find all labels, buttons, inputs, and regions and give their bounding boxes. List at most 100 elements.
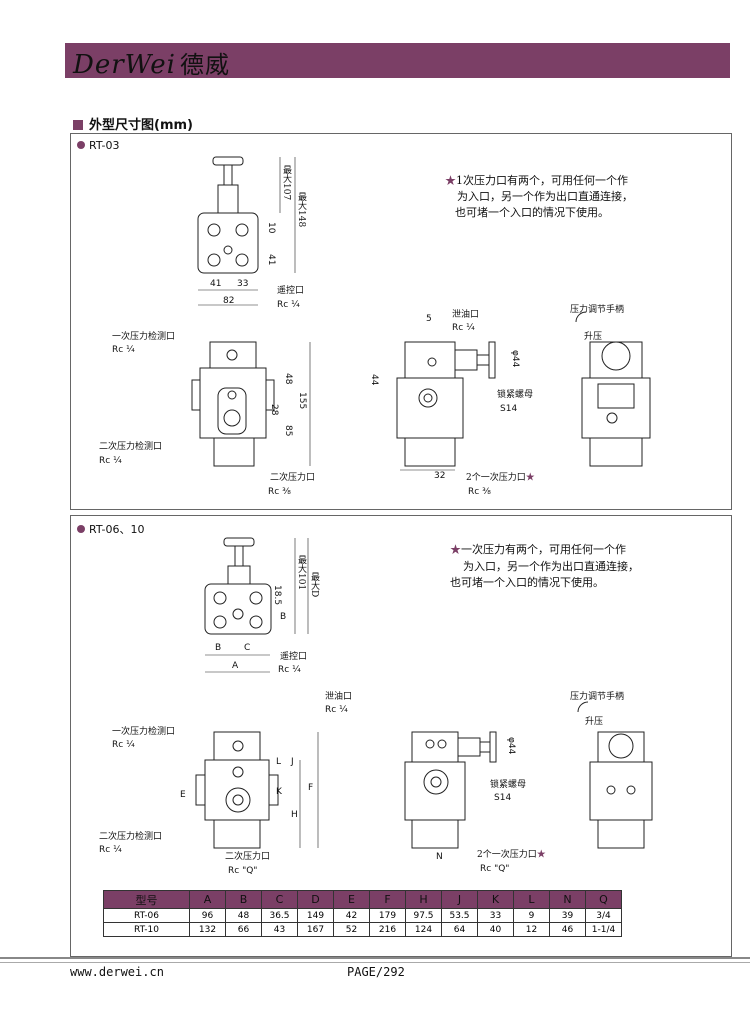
footer-divider bbox=[0, 957, 750, 959]
dim-A: A bbox=[232, 661, 239, 671]
secondary-port-label: 二次压力口 bbox=[270, 473, 316, 483]
col-Q: Q bbox=[585, 890, 622, 909]
footer-page-number: PAGE/292 bbox=[347, 965, 405, 979]
table-cell: 43 bbox=[261, 922, 298, 937]
secondary-gauge-port-label: 二次压力检测口 bbox=[99, 442, 163, 452]
dim-maxD: 最大D bbox=[309, 572, 319, 598]
table-cell: 42 bbox=[333, 908, 370, 923]
remote-port-label: 遥控口 bbox=[277, 286, 305, 296]
rt06-front-view bbox=[195, 731, 319, 849]
rt06-panel: RT-06、10 bbox=[70, 515, 732, 957]
rt03-note-text: 1次压力口有两个，可用任何一个作 bbox=[456, 174, 628, 187]
star-icon: ★ bbox=[525, 473, 535, 483]
secondary-port-size: Rc ⅜ bbox=[268, 487, 291, 497]
star-icon: ★ bbox=[445, 174, 456, 187]
primary-gauge-port-size: Rc ¼ bbox=[112, 740, 135, 750]
rt06-top-view bbox=[204, 537, 309, 673]
table-cell: 149 bbox=[297, 908, 334, 923]
table-cell: 9 bbox=[513, 908, 550, 923]
secondary-gauge-port-size: Rc ¼ bbox=[99, 456, 122, 466]
secondary-gauge-port-size: Rc ¼ bbox=[99, 845, 122, 855]
col-A: A bbox=[189, 890, 226, 909]
table-cell: 124 bbox=[405, 922, 442, 937]
dim-K: K bbox=[276, 787, 282, 797]
table-cell: 33 bbox=[477, 908, 514, 923]
table-cell: 12 bbox=[513, 922, 550, 937]
table-cell: 36.5 bbox=[261, 908, 298, 923]
rt06-side-view bbox=[404, 731, 497, 849]
star-icon: ★ bbox=[450, 543, 461, 556]
dim-max148: 最大148 bbox=[296, 192, 306, 228]
rt06-model-text: RT-06、10 bbox=[89, 523, 145, 536]
dim-H: H bbox=[291, 810, 298, 820]
rt03-rear-view bbox=[575, 311, 651, 467]
dim-41-vertical: 41 bbox=[266, 254, 276, 266]
dim-85: 85 bbox=[283, 425, 293, 437]
dim-44: 44 bbox=[369, 374, 379, 386]
dim-B: B bbox=[215, 643, 222, 653]
primary-ports-size: Rc ⅜ bbox=[468, 487, 491, 497]
table-header-row: 型号 A B C D E F H J K L N Q bbox=[103, 890, 622, 909]
remote-port-size: Rc ¼ bbox=[277, 300, 300, 310]
secondary-port-label: 二次压力口 bbox=[225, 852, 271, 862]
col-C: C bbox=[261, 890, 298, 909]
col-D: D bbox=[297, 890, 334, 909]
dim-10: 10 bbox=[266, 222, 276, 234]
brand-name-cn: 德威 bbox=[179, 51, 230, 79]
dim-max101: 最大101 bbox=[296, 555, 306, 591]
col-N: N bbox=[549, 890, 586, 909]
col-B: B bbox=[225, 890, 262, 909]
col-model: 型号 bbox=[103, 890, 190, 909]
raise-pressure-label: 升压 bbox=[584, 332, 603, 342]
drain-port-label: 泄油口 bbox=[452, 310, 480, 320]
remote-port-label: 遥控口 bbox=[280, 652, 308, 662]
rt06-note-text: 一次压力有两个，可用任何一个作 bbox=[461, 543, 626, 556]
dim-B-vertical: B bbox=[280, 612, 287, 622]
table-cell: 46 bbox=[549, 922, 586, 937]
footer-divider-thin bbox=[0, 962, 750, 963]
table-cell: 216 bbox=[369, 922, 406, 937]
rt03-front-view bbox=[191, 341, 311, 467]
rt03-note-line-3: 也可堵一个入口的情况下使用。 bbox=[455, 206, 609, 219]
col-H: H bbox=[405, 890, 442, 909]
dim-33: 33 bbox=[237, 279, 249, 289]
col-J: J bbox=[441, 890, 478, 909]
table-cell: 52 bbox=[333, 922, 370, 937]
table-cell: 64 bbox=[441, 922, 478, 937]
dim-41: 41 bbox=[210, 279, 222, 289]
lock-nut-label: 锁紧螺母 bbox=[490, 780, 527, 790]
remote-port-size: Rc ¼ bbox=[278, 665, 301, 675]
dim-F: F bbox=[308, 783, 314, 793]
table-cell: 179 bbox=[369, 908, 406, 923]
dim-18-5: 18.5 bbox=[272, 585, 282, 606]
rt03-side-view bbox=[396, 341, 496, 471]
footer-website: www.derwei.cn bbox=[70, 965, 164, 979]
bullet-dot-icon bbox=[77, 525, 85, 533]
dim-phi44: φ44 bbox=[506, 737, 516, 755]
table-cell: RT-10 bbox=[103, 922, 190, 937]
dim-phi44: φ44 bbox=[510, 350, 520, 368]
table-cell: 66 bbox=[225, 922, 262, 937]
rt03-top-view bbox=[197, 156, 296, 306]
rt03-model-label: RT-03 bbox=[77, 139, 120, 152]
section-title: 外型尺寸图(mm) bbox=[73, 114, 193, 133]
rt06-note-line-1: ★一次压力有两个，可用任何一个作 bbox=[450, 544, 626, 555]
rt06-rear-view bbox=[577, 701, 653, 849]
primary-gauge-port-size: Rc ¼ bbox=[112, 345, 135, 355]
table-cell: 97.5 bbox=[405, 908, 442, 923]
primary-ports-label: 2个一次压力口★ bbox=[466, 474, 535, 483]
bullet-dot-icon bbox=[77, 141, 85, 149]
drain-port-size: Rc ¼ bbox=[325, 705, 348, 715]
secondary-port-size: Rc "Q" bbox=[228, 866, 258, 876]
dim-32: 32 bbox=[434, 471, 446, 481]
primary-ports-label: 2个一次压力口★ bbox=[477, 851, 546, 860]
dim-155: 155 bbox=[297, 392, 307, 410]
col-K: K bbox=[477, 890, 514, 909]
square-bullet-icon bbox=[73, 120, 83, 130]
table-cell: 96 bbox=[189, 908, 226, 923]
